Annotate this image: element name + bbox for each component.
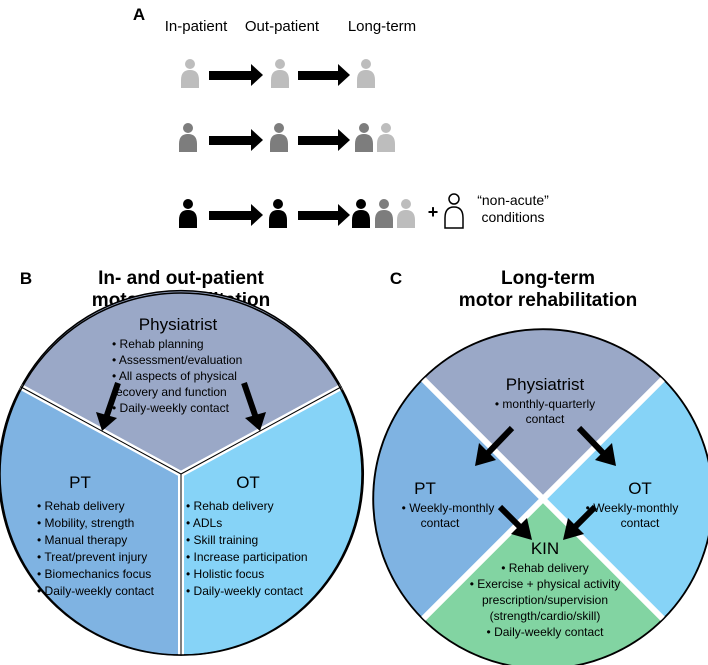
right-arrow-icon (209, 204, 263, 226)
c-arrow-phys-to-ot (576, 425, 616, 466)
c-physiatrist-line2: contact (526, 412, 565, 426)
c-kin-title: KIN (531, 539, 559, 558)
bullet-item: • Daily-weekly contact (37, 584, 155, 598)
bullet-item: • Treat/prevent injury (37, 550, 147, 564)
bullet-item: • Rehab planning (112, 337, 204, 351)
label-in-patient: In-patient (165, 18, 228, 35)
bullet-item: • Rehab delivery (37, 499, 125, 513)
bullet-item: • Daily-weekly contact (112, 401, 230, 415)
plus-sign: + (428, 202, 439, 222)
panel-c-title-line1: Long-term (501, 268, 595, 289)
b-ot-title: OT (236, 473, 260, 492)
c-kin-line1: • Rehab delivery (501, 561, 589, 575)
c-kin-line3: prescription/supervision (482, 593, 608, 607)
person-icon (179, 123, 197, 152)
b-pt-bullets: • Rehab delivery • Mobility, strength • Ma… (37, 499, 155, 598)
panel-b-letter: B (20, 269, 32, 288)
person-icon (269, 199, 287, 228)
c-ot-line1: • Weekly-monthly (586, 501, 679, 515)
bullet-item: • Manual therapy (37, 533, 127, 547)
bullet-item: • ADLs (186, 516, 222, 530)
bullet-item: • All aspects of physical (112, 369, 237, 383)
label-long-term: Long-term (348, 18, 416, 35)
bullet-item: • Increase participation (186, 550, 308, 564)
row-light (181, 59, 375, 88)
person-icon (357, 59, 375, 88)
c-kin-line2: • Exercise + physical activity (470, 577, 621, 591)
bullet-item: • Holistic focus (186, 567, 264, 581)
c-pt-line1: • Weekly-monthly (402, 501, 495, 515)
b-physiatrist-bullets: • Rehab planning • Assessment/evaluation •… (112, 337, 242, 415)
bullet-item: • Assessment/evaluation (112, 353, 242, 367)
panel-b-circle (0, 289, 365, 656)
person-icon (377, 123, 395, 152)
bullet-item: • Rehab delivery (186, 499, 274, 513)
bullet-item: • Daily-weekly contact (186, 584, 304, 598)
bullet-item: recovery and function (112, 385, 227, 399)
outline-person-icon (444, 193, 464, 229)
person-icon (181, 59, 199, 88)
person-icon (179, 199, 197, 228)
panel-b-title-line1: In- and out-patient (98, 268, 264, 289)
bullet-item: • Biomechanics focus (37, 567, 151, 581)
right-arrow-icon (298, 129, 350, 151)
bullet-item: • Mobility, strength (37, 516, 134, 530)
c-arrow-ot-to-kin (563, 504, 598, 540)
panel-c-title-line2: motor rehabilitation (459, 290, 637, 311)
c-pt-title: PT (414, 479, 436, 498)
c-arrow-pt-to-kin (497, 504, 532, 540)
right-arrow-icon (209, 64, 263, 86)
c-physiatrist-title: Physiatrist (506, 375, 585, 394)
arrow-phys-to-ot (241, 382, 266, 431)
c-pt-line2: contact (421, 516, 460, 530)
person-icon (397, 199, 415, 228)
conditions-label: conditions (481, 209, 544, 225)
panel-c-circle (372, 328, 708, 665)
person-icon (270, 123, 288, 152)
bullet-item: • Skill training (186, 533, 258, 547)
c-physiatrist-line1: • monthly-quarterly (495, 397, 595, 411)
person-icon (352, 199, 370, 228)
right-arrow-icon (298, 204, 350, 226)
b-pt-title: PT (69, 473, 91, 492)
c-kin-line5: • Daily-weekly contact (487, 625, 605, 639)
panel-c-letter: C (390, 269, 402, 288)
c-arrow-phys-to-pt (475, 425, 515, 466)
c-ot-line2: contact (621, 516, 660, 530)
row-dark (179, 199, 415, 228)
person-icon (375, 199, 393, 228)
person-icon (355, 123, 373, 152)
c-kin-line4: (strength/cardio/skill) (490, 609, 601, 623)
non-acute-label: “non-acute” (477, 192, 549, 208)
panel-a-letter: A (133, 5, 145, 24)
arrow-phys-to-pt (96, 382, 121, 431)
c-ot-title: OT (628, 479, 652, 498)
b-ot-bullets: • Rehab delivery • ADLs • Skill training • … (186, 499, 308, 598)
row-mid (179, 123, 395, 152)
b-physiatrist-title: Physiatrist (139, 315, 218, 334)
right-arrow-icon (209, 129, 263, 151)
person-icon (271, 59, 289, 88)
label-out-patient: Out-patient (245, 18, 320, 35)
right-arrow-icon (298, 64, 350, 86)
